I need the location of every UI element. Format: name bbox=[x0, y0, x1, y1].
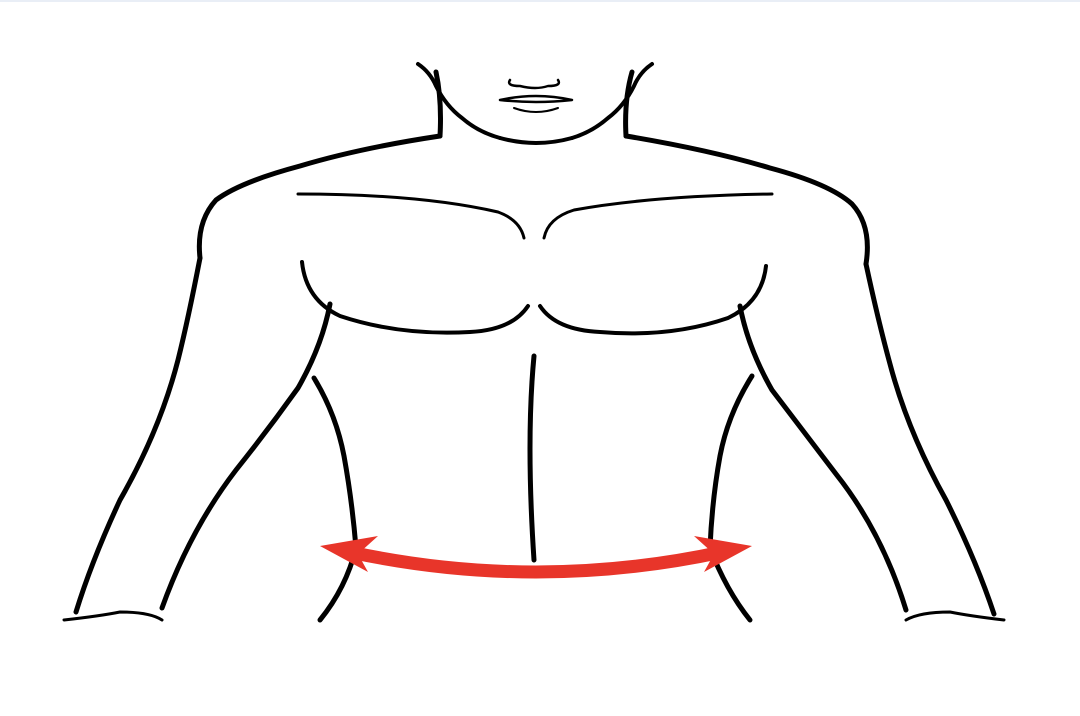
jaw-left bbox=[416, 62, 502, 140]
arrow-head-left bbox=[320, 536, 378, 572]
hand-right bbox=[904, 610, 1006, 622]
abdomen-center-line bbox=[527, 353, 537, 563]
waist-measurement-arrow bbox=[320, 536, 752, 579]
torso-side-right bbox=[707, 373, 755, 623]
mouth bbox=[498, 94, 574, 104]
arrow-head-right bbox=[694, 536, 752, 572]
arm-left-inner bbox=[159, 301, 333, 611]
neck-left bbox=[433, 69, 443, 139]
jaw-right bbox=[570, 62, 654, 140]
pectoral-right bbox=[538, 264, 768, 336]
lower-lip bbox=[513, 107, 559, 113]
arm-left-outer bbox=[73, 255, 203, 615]
arm-right-outer bbox=[863, 261, 997, 617]
collarbone-left bbox=[296, 192, 526, 240]
torso-side-left bbox=[311, 375, 359, 623]
collarbone-right bbox=[542, 192, 774, 240]
arrow-shaft bbox=[343, 545, 729, 579]
chin bbox=[498, 136, 574, 145]
top-divider bbox=[0, 0, 1080, 2]
face bbox=[416, 62, 654, 145]
pectoral-left bbox=[300, 260, 530, 335]
hand-left bbox=[62, 610, 164, 622]
arm-right-inner bbox=[737, 303, 909, 613]
shoulder-left bbox=[196, 133, 443, 261]
shoulder-right bbox=[623, 133, 870, 267]
neck-right bbox=[623, 69, 635, 139]
nose bbox=[507, 78, 561, 90]
